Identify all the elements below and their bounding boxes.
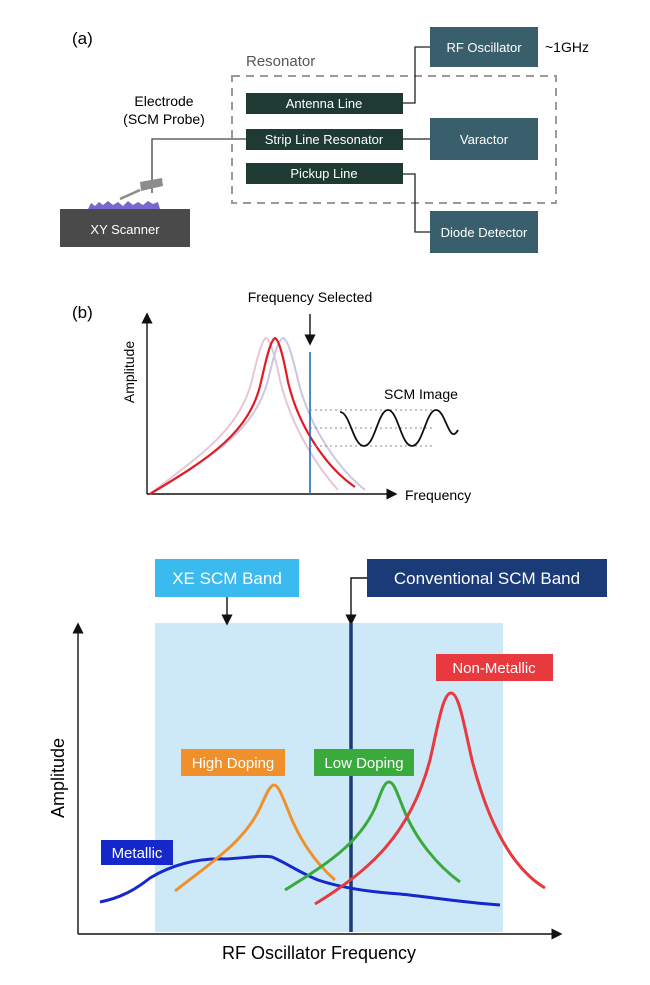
diode-detector-label: Diode Detector bbox=[441, 225, 528, 240]
panel-a: (a) Resonator RF Oscillator ~1GHz Antenn… bbox=[60, 27, 589, 253]
high-doping-curve bbox=[174, 783, 336, 893]
panel-b: (b) Amplitude Frequency Frequency Select… bbox=[72, 289, 471, 503]
probe-connector bbox=[151, 138, 246, 193]
low-doping-label-box bbox=[314, 749, 414, 776]
xe-band-label-box bbox=[155, 559, 299, 597]
resonator-title: Resonator bbox=[246, 53, 315, 70]
antenna-line-label: Antenna Line bbox=[286, 96, 363, 111]
panel-a-label: (a) bbox=[72, 29, 93, 48]
non-metallic-label-box bbox=[436, 654, 553, 681]
frequency-selected-label: Frequency Selected bbox=[248, 289, 373, 305]
scm-image-label: SCM Image bbox=[384, 386, 458, 402]
metallic-curve bbox=[99, 854, 501, 907]
sample-surface bbox=[88, 201, 160, 209]
scm-image-waveform bbox=[339, 409, 459, 447]
metallic-label-box bbox=[101, 840, 173, 865]
panel-b-label: (b) bbox=[72, 303, 93, 322]
xe-band-label: XE SCM Band bbox=[172, 569, 282, 588]
strip-line-label: Strip Line Resonator bbox=[265, 132, 384, 147]
non-metallic-label: Non-Metallic bbox=[452, 660, 536, 677]
rf-antenna-connector bbox=[403, 46, 430, 104]
pickup-diode-connector bbox=[403, 173, 430, 233]
diode-detector-block bbox=[430, 211, 538, 253]
xy-scanner-block bbox=[60, 209, 190, 247]
panel-b-y-axis-label: Amplitude bbox=[121, 341, 137, 403]
antenna-line-block bbox=[246, 93, 403, 114]
conv-band-label-box bbox=[367, 559, 607, 597]
rf-oscillator-label: RF Oscillator bbox=[446, 40, 522, 55]
xy-scanner-label: XY Scanner bbox=[90, 222, 160, 237]
metallic-label: Metallic bbox=[112, 845, 163, 862]
electrode-label-line2: (SCM Probe) bbox=[123, 111, 205, 127]
low-doping-curve bbox=[284, 780, 461, 892]
conv-band-label: Conventional SCM Band bbox=[394, 569, 580, 588]
electrode-label-line1: Electrode bbox=[134, 93, 193, 109]
varactor-block bbox=[430, 118, 538, 160]
panel-c-x-axis-label: RF Oscillator Frequency bbox=[222, 943, 416, 963]
probe-tip bbox=[140, 178, 163, 191]
probe-needle bbox=[119, 188, 141, 201]
strip-line-block bbox=[246, 129, 403, 150]
conv-band-arrow bbox=[345, 577, 367, 626]
panel-c-y-axis-label: Amplitude bbox=[48, 738, 68, 818]
pickup-line-label: Pickup Line bbox=[290, 166, 357, 181]
high-doping-label-box bbox=[181, 749, 285, 776]
resonance-curve-shifted-left bbox=[149, 336, 339, 495]
panel-c: Amplitude RF Oscillator Frequency XE SCM… bbox=[48, 559, 607, 963]
resonance-curve-shifted-right bbox=[149, 336, 366, 495]
non-metallic-curve bbox=[314, 691, 546, 906]
panel-b-x-axis-label: Frequency bbox=[405, 487, 471, 503]
low-doping-label: Low Doping bbox=[324, 755, 403, 772]
pickup-line-block bbox=[246, 163, 403, 184]
rf-oscillator-block bbox=[430, 27, 538, 67]
high-doping-label: High Doping bbox=[192, 755, 275, 772]
rf-frequency-label: ~1GHz bbox=[545, 39, 589, 55]
varactor-label: Varactor bbox=[460, 132, 509, 147]
resonator-frame bbox=[231, 75, 557, 204]
